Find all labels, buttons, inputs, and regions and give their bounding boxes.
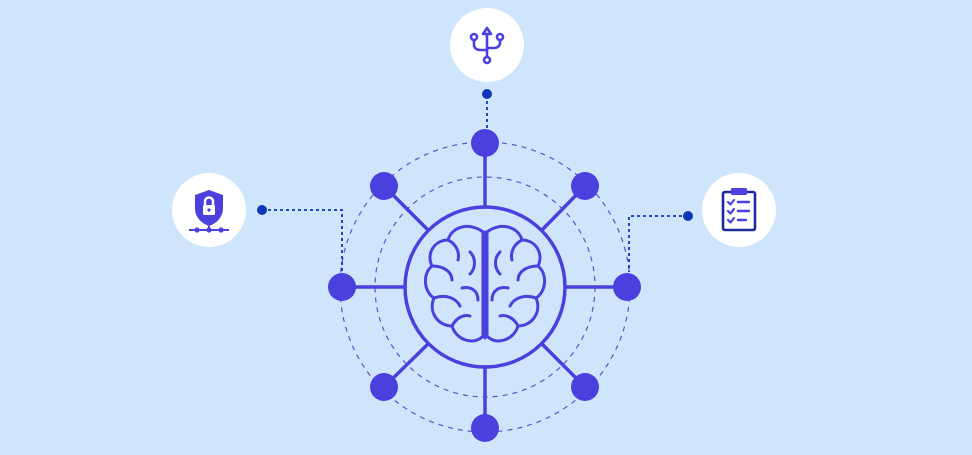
- center-circle: [403, 205, 567, 369]
- node-bottom-left: [370, 373, 398, 401]
- node-left: [328, 273, 356, 301]
- satellite-nodes: [328, 129, 641, 442]
- node-bottom-right: [571, 373, 599, 401]
- connector-right: [628, 215, 688, 272]
- badge-connectors: [262, 95, 688, 272]
- shield-lock-icon: [189, 190, 229, 233]
- node-top-left: [370, 172, 398, 200]
- usb-badge: [450, 8, 524, 82]
- connector-left: [262, 209, 343, 272]
- connector-dot-left: [257, 205, 267, 215]
- security-badge: [172, 173, 246, 247]
- usb-icon: [469, 26, 505, 65]
- node-bottom: [471, 414, 499, 442]
- node-top-right: [571, 172, 599, 200]
- clipboard-checklist-icon: [721, 188, 757, 232]
- connector-dot-top: [482, 89, 492, 99]
- connector-dot-right: [683, 211, 693, 221]
- node-right: [613, 273, 641, 301]
- brain-icon: [424, 224, 546, 343]
- checklist-badge: [702, 173, 776, 247]
- node-top: [471, 129, 499, 157]
